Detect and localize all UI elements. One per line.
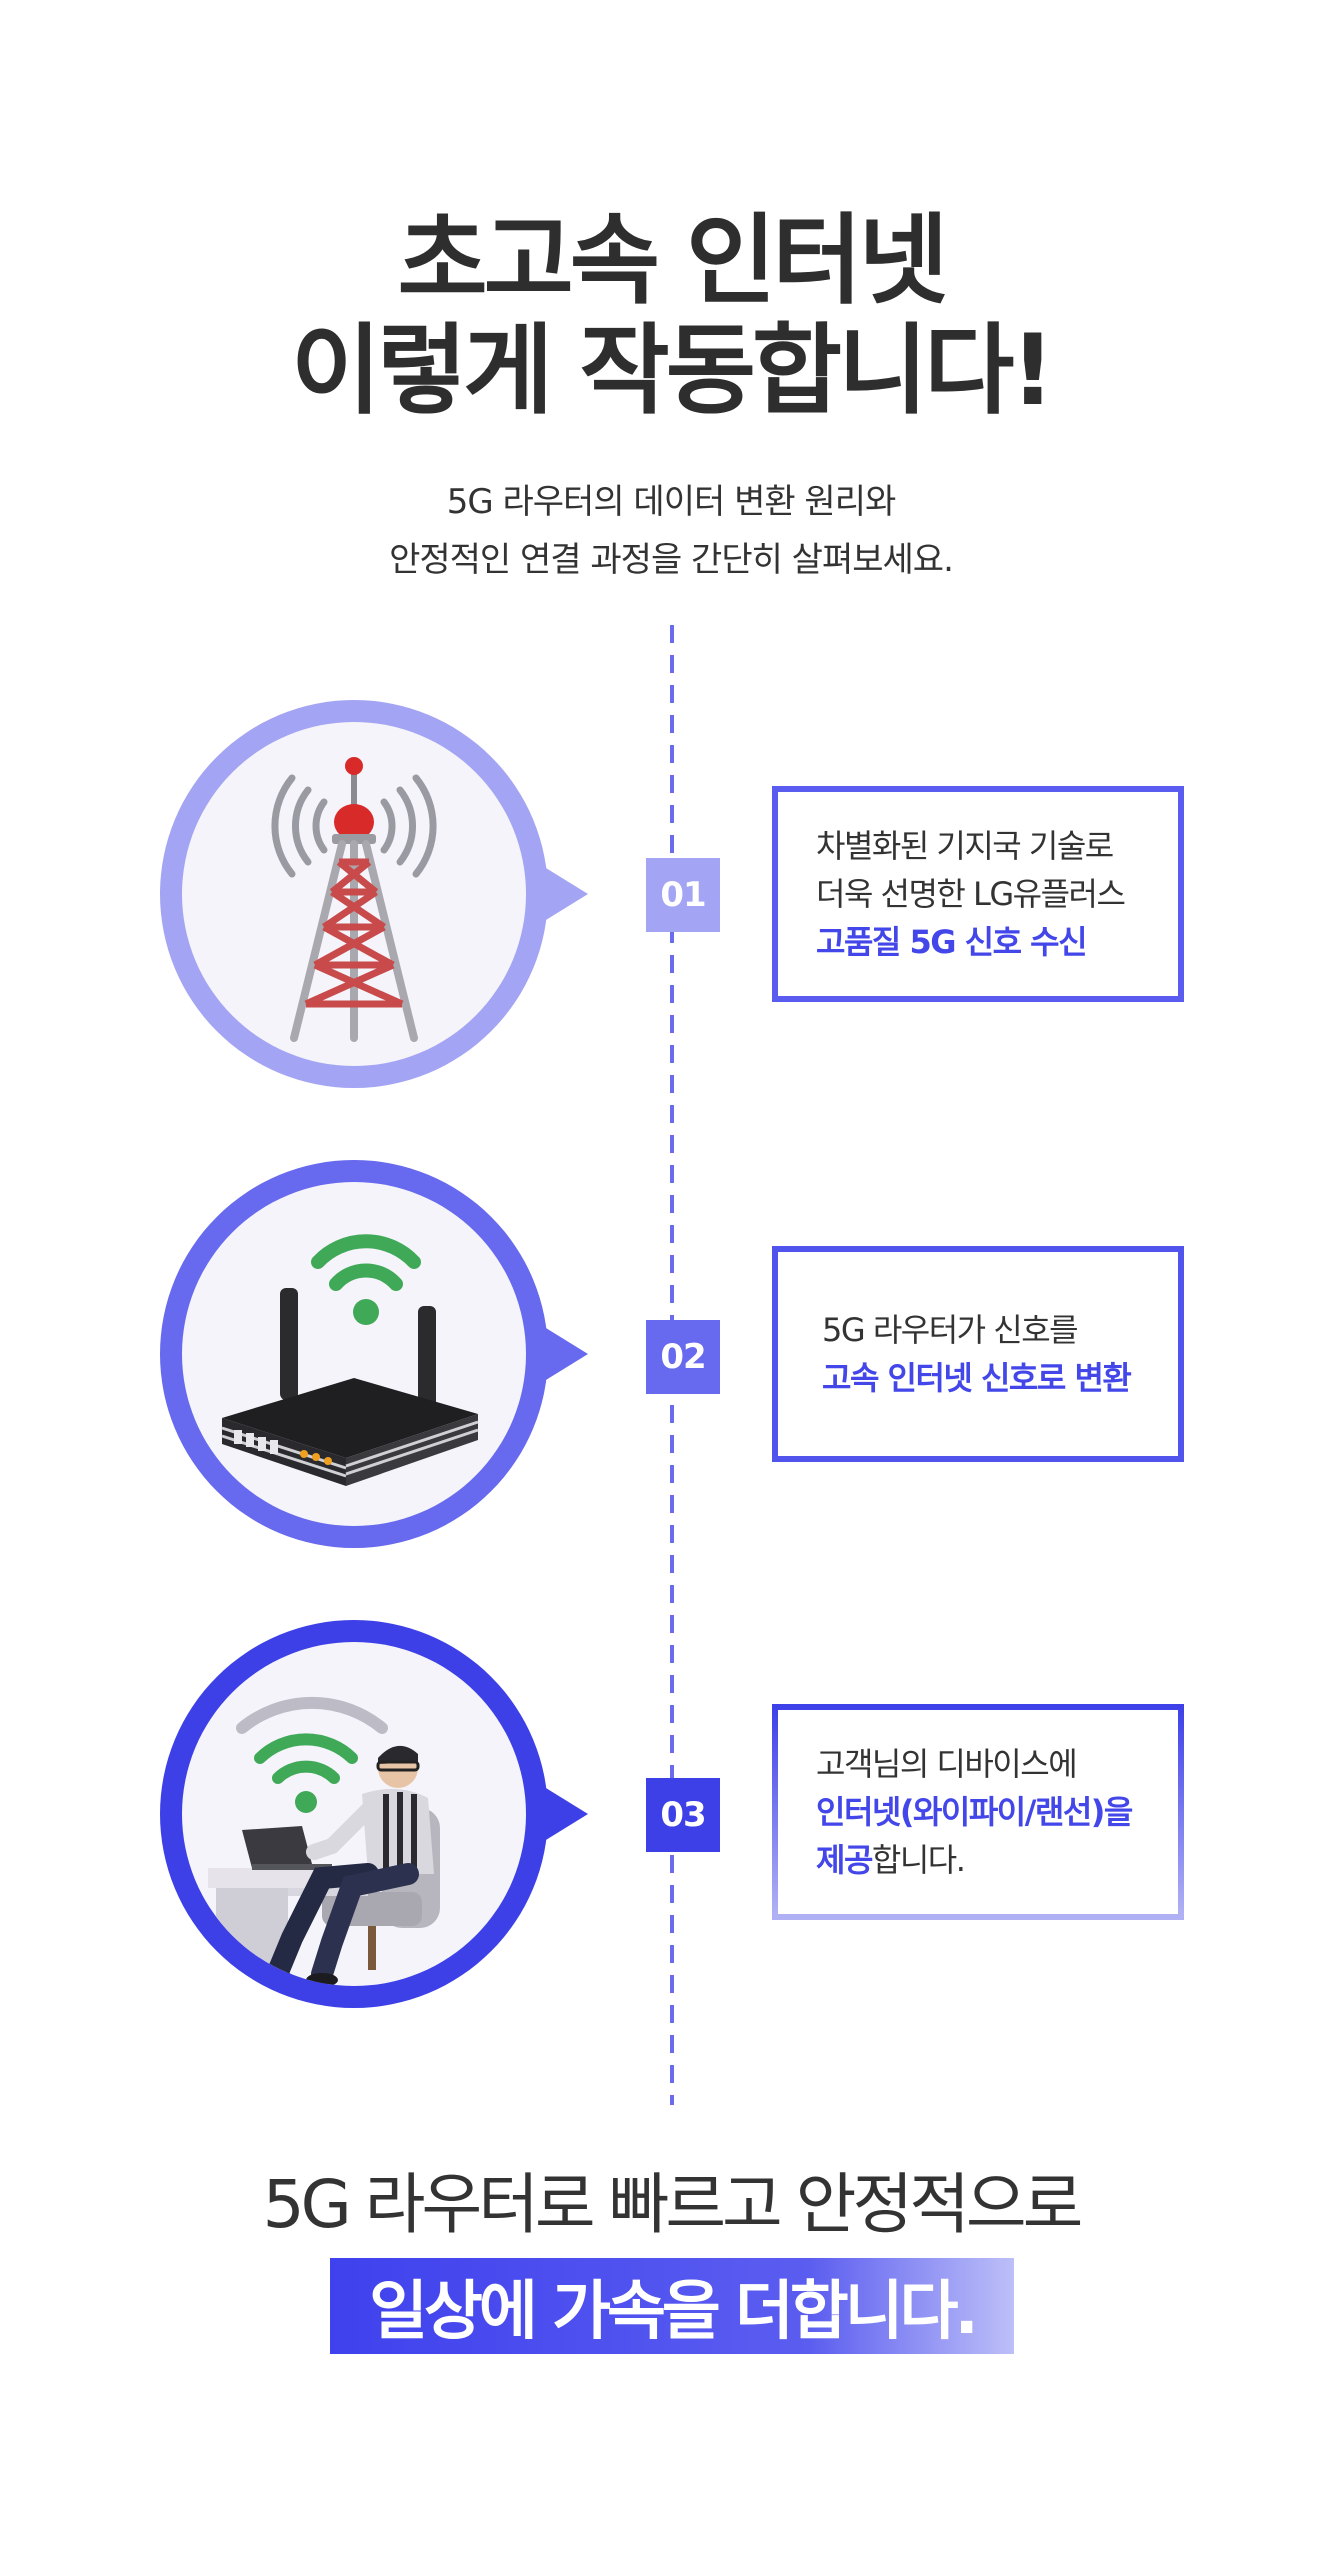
person-laptop-icon [182,1642,526,1986]
step-3-highlight-line3: 제공 [816,1841,873,1879]
step-1-card: 차별화된 기지국 기술로 더욱 선명한 LG유플러스 고품질 5G 신호 수신 [772,786,1184,1002]
step-3-highlight-line2: 인터넷(와이파이/랜선)을 [816,1793,1133,1831]
step-2-highlight: 고속 인터넷 신호로 변환 [822,1359,1132,1397]
step-3-tail-line3: 합니다. [871,1841,966,1879]
step-3-text-line3: 제공합니다. [816,1836,1178,1884]
step-3-text-line1: 고객님의 디바이스에 [816,1745,1078,1783]
page-title-line2: 이렇게 작동합니다! [290,314,1055,428]
step-number-3: 03 [646,1778,720,1852]
footer-highlight-banner: 일상에 가속을 더합니다. [330,2258,1014,2354]
step-1-highlight: 고품질 5G 신호 수신 [816,923,1088,961]
step-2-bubble [160,1160,588,1548]
step-2-card: 5G 라우터가 신호를 고속 인터넷 신호로 변환 [772,1246,1184,1462]
step-1-text-line1: 차별화된 기지국 기술로 [816,827,1114,865]
page-subtitle-line2: 안정적인 연결 과정을 간단히 살펴보세요. [389,540,954,580]
step-2-text-line1: 5G 라우터가 신호를 [822,1311,1079,1349]
step-3-card: 고객님의 디바이스에 인터넷(와이파이/랜선)을 제공합니다. [772,1704,1184,1920]
footer-tagline: 5G 라우터로 빠르고 안정적으로 [262,2166,1084,2243]
step-number-1: 01 [646,858,720,932]
step-number-2: 02 [646,1320,720,1394]
page-subtitle-line1: 5G 라우터의 데이터 변환 원리와 [446,482,897,522]
step-3-bubble [160,1620,588,2008]
page-title-line1: 초고속 인터넷 [397,204,948,318]
step-1-bubble [160,700,588,1088]
step-1-text-line2: 더욱 선명한 LG유플러스 [816,875,1126,913]
footer-highlight-text: 일상에 가속을 더합니다. [369,2275,979,2349]
cell-tower-icon [182,722,526,1066]
wifi-router-icon [182,1182,526,1526]
